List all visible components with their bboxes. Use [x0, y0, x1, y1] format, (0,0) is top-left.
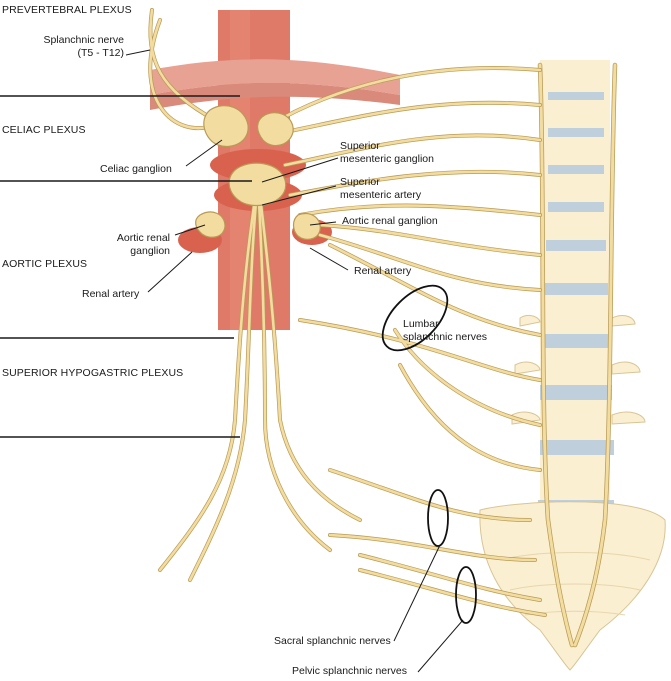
label-sup-mes-artery-line2: mesenteric artery — [340, 189, 422, 201]
section-prevertebral-plexus: PREVERTEBRAL PLEXUS — [2, 4, 132, 16]
celiac-ganglion-right — [257, 112, 294, 147]
section-dividers — [0, 95, 252, 438]
label-sup-mes-ganglion-line2: mesenteric ganglion — [340, 153, 434, 165]
label-celiac-ganglion: Celiac ganglion — [100, 163, 172, 175]
section-celiac-plexus: CELIAC PLEXUS — [2, 124, 86, 136]
lumbar-nerves-callout — [381, 284, 449, 352]
spine — [479, 60, 666, 671]
aortic-renal-ganglion-right — [292, 212, 321, 240]
label-splanchnic-nerve: Splanchnic nerve (T5 - T12) — [20, 34, 124, 60]
label-superior-mesenteric-ganglion: Superior mesenteric ganglion — [340, 140, 434, 166]
nerve-fibers — [148, 8, 547, 617]
label-sup-mes-ganglion-line1: Superior — [340, 140, 380, 152]
label-aortic-renal-left-line2: ganglion — [130, 245, 170, 257]
label-lumbar-splanchnic-nerves: Lumbar splanchnic nerves — [403, 318, 487, 344]
label-lumbar-line2: splanchnic nerves — [403, 331, 488, 343]
label-aortic-renal-ganglion-left: Aortic renal ganglion — [80, 232, 170, 258]
label-splanchnic-nerve-line2: (T5 - T12) — [77, 47, 124, 59]
ganglia — [195, 105, 321, 240]
section-superior-hypogastric-plexus: SUPERIOR HYPOGASTRIC PLEXUS — [2, 367, 184, 379]
label-aortic-renal-left-line1: Aortic renal — [116, 232, 170, 244]
callout-ellipses — [381, 284, 477, 624]
celiac-ganglion-left — [203, 105, 249, 147]
aortic-renal-ganglion-left — [195, 211, 226, 238]
diaphragm — [150, 59, 400, 95]
label-renal-artery-right: Renal artery — [354, 265, 412, 277]
sacral-nerves-callout — [427, 489, 449, 547]
leader-lines — [125, 49, 464, 673]
sacrum — [479, 501, 666, 671]
label-sup-mes-artery-line1: Superior — [340, 176, 380, 188]
superior-mesenteric-ganglion — [228, 162, 287, 207]
pelvic-nerves-callout — [455, 566, 477, 624]
label-pelvic-splanchnic-nerves: Pelvic splanchnic nerves — [292, 665, 407, 677]
label-sacral-splanchnic-nerves: Sacral splanchnic nerves — [274, 635, 391, 647]
label-renal-artery-left: Renal artery — [82, 288, 140, 300]
label-lumbar-line1: Lumbar — [403, 318, 439, 330]
label-aortic-renal-ganglion-right: Aortic renal ganglion — [342, 215, 438, 227]
label-splanchnic-nerve-line1: Splanchnic nerve — [43, 34, 124, 46]
label-superior-mesenteric-artery: Superior mesenteric artery — [340, 176, 421, 202]
section-aortic-plexus: AORTIC PLEXUS — [2, 258, 88, 270]
